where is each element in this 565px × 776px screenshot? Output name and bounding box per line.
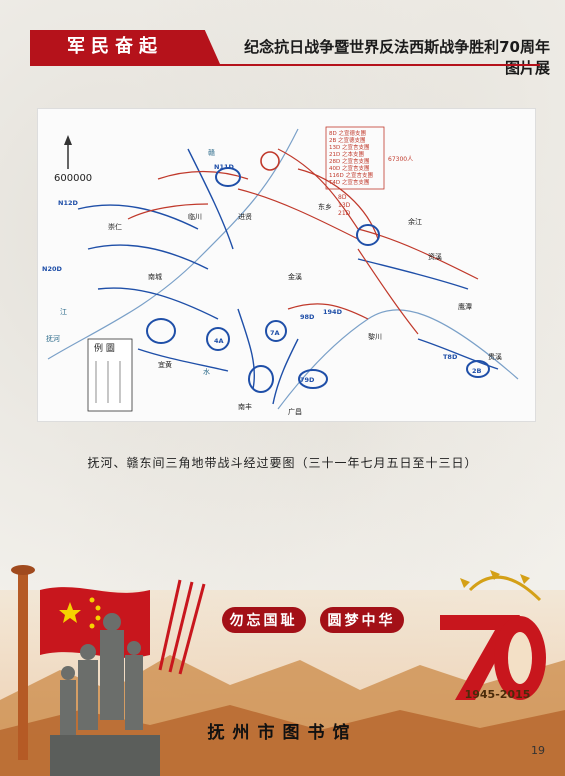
map-label: 进贤 xyxy=(238,212,252,221)
unit-label: 194D xyxy=(323,308,343,316)
library-name: 抚州市图书馆 xyxy=(207,723,358,743)
map-label: 余江 xyxy=(408,217,422,226)
slogan-never-forget: 勿忘国耻 xyxy=(221,607,306,633)
oob-line: 28D 之宣言支團 xyxy=(329,157,369,165)
map-label: 水 xyxy=(203,367,210,376)
unit-label: N11D xyxy=(214,163,234,171)
map-label: 临川 xyxy=(188,212,202,221)
oob-line: 8D 之宣德支團 xyxy=(329,129,366,137)
unit-label: N20D xyxy=(42,265,62,273)
soldier-statue xyxy=(50,613,160,776)
north-arrow-icon xyxy=(64,135,72,169)
unit-label: 13D xyxy=(338,202,351,209)
map-label: 赣 xyxy=(208,148,215,157)
map-label: 东乡 xyxy=(318,202,332,211)
map-caption: 抚河、赣东间三角地带战斗经过要图（三十一年七月五日至十三日） xyxy=(87,456,478,470)
oob-line: 21D 之本支團 xyxy=(329,150,364,158)
oob-line: 40D 之宣言支團 xyxy=(329,164,369,172)
battle-map-drawing: 600000 xyxy=(42,126,519,416)
map-label: 贵溪 xyxy=(488,352,502,361)
slogan-row: 勿忘国耻 圆梦中华 xyxy=(205,607,420,633)
map-label: 金溪 xyxy=(288,272,302,281)
map-label: 崇仁 xyxy=(108,222,122,231)
oob-line: 116D 之宣言支團 xyxy=(329,171,373,179)
section-banner xyxy=(30,30,220,64)
legend-box xyxy=(87,338,133,412)
red-advances xyxy=(127,148,479,335)
header-divider xyxy=(30,64,540,66)
slogan-china-dream: 圆梦中华 xyxy=(319,607,404,633)
river-line xyxy=(47,128,299,360)
map-label: 宜黄 xyxy=(158,360,172,369)
unit-marker-red xyxy=(260,151,280,171)
page-number: 19 xyxy=(531,744,545,757)
anniversary-emblem xyxy=(440,570,546,700)
section-title: 军民奋起 xyxy=(67,36,163,57)
unit-label: 7A xyxy=(270,329,280,337)
huabiao-column xyxy=(18,570,28,760)
unit-label: 4A xyxy=(214,337,224,345)
map-label: 抚河 xyxy=(46,334,60,343)
battle-map: 600000 xyxy=(37,108,536,422)
map-label: 广昌 xyxy=(288,407,302,416)
map-label: 鹰潭 xyxy=(458,302,472,311)
rifle-flags xyxy=(158,579,206,675)
order-of-battle xyxy=(325,126,385,190)
river-line xyxy=(277,309,519,410)
unit-label: 79D xyxy=(300,376,315,384)
unit-label: 67300人 xyxy=(388,156,413,163)
oob-line: 2B 之宣德支團 xyxy=(329,136,366,144)
map-label: 江 xyxy=(60,308,67,316)
map-label: 资溪 xyxy=(428,252,442,261)
blue-advances xyxy=(77,148,499,405)
map-scale: 600000 xyxy=(54,173,92,184)
unit-label: T8D xyxy=(443,353,458,361)
oob-line: 13D 之宣言支團 xyxy=(329,143,369,151)
flag-stars xyxy=(59,597,101,629)
map-label: 南丰 xyxy=(238,402,252,411)
anniversary-years: 1945-2015 xyxy=(464,688,531,701)
unit-label: 21D xyxy=(338,210,351,217)
exhibition-title: 纪念抗日战争暨世界反法西斯战争胜利70周年图片展 xyxy=(244,38,550,77)
oob-line: T4D 之宣言支團 xyxy=(328,178,369,186)
unit-label: 98D xyxy=(300,313,315,321)
map-label: 南城 xyxy=(148,272,162,281)
unit-label: 8D xyxy=(338,194,347,201)
unit-markers xyxy=(146,167,490,393)
legend-title: 例 圖 xyxy=(94,342,115,354)
commemorative-artwork xyxy=(0,565,565,776)
unit-label: 2B xyxy=(472,367,482,375)
map-label: 黎川 xyxy=(368,332,382,341)
unit-label: N12D xyxy=(58,199,78,207)
